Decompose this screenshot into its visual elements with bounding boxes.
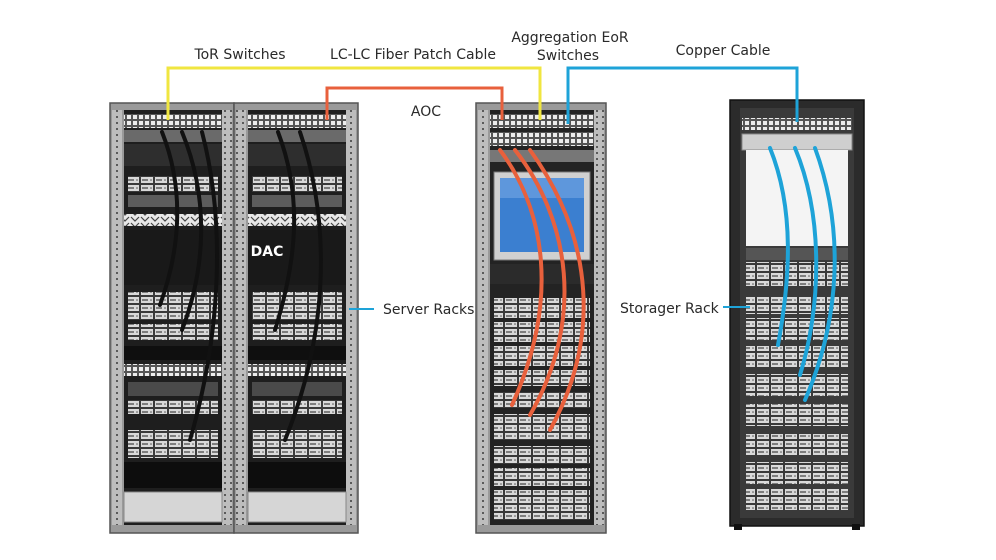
label-storage-rack: Storager Rack [620, 301, 720, 317]
aoc-cables [498, 148, 586, 432]
dac-cables [158, 130, 323, 442]
label-aggregation-line2: Switches [537, 48, 599, 64]
label-aoc: AOC [411, 104, 441, 120]
label-aggregation-line1: Aggregation EoR [511, 30, 629, 46]
eor-switch [490, 114, 594, 128]
server-rack-left-1 [109, 102, 235, 534]
tor-switch [248, 114, 346, 128]
storage-switch [742, 118, 852, 130]
label-dac: DAC [251, 244, 284, 260]
label-tor-switches: ToR Switches [193, 47, 285, 63]
tor-switch [124, 114, 222, 128]
label-lc-lc-fiber: LC-LC Fiber Patch Cable [330, 47, 496, 63]
label-server-racks: Server Racks [383, 302, 474, 318]
copper-interconnect-cable [566, 66, 799, 124]
fiber-patch-cable [325, 86, 504, 120]
storage-rack [729, 99, 865, 530]
server-rack-left-2 [233, 102, 359, 534]
tor-yellow-cable [166, 66, 542, 120]
eor-switch [490, 132, 594, 146]
label-copper-cable: Copper Cable [676, 43, 771, 59]
storage-copper-cables [768, 146, 837, 402]
